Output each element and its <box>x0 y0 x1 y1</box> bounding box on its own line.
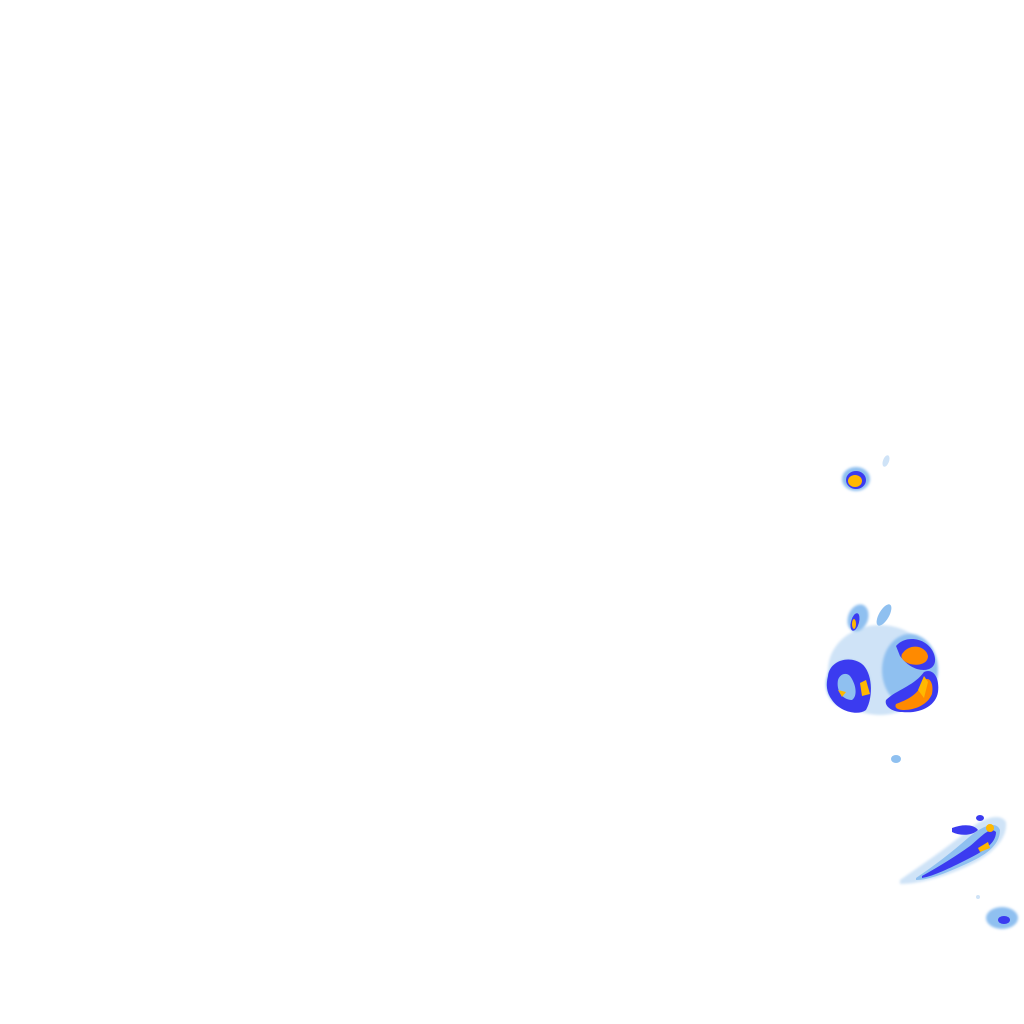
echo-light <box>891 755 901 763</box>
echo-moderate <box>998 916 1010 924</box>
echo-very-light <box>976 895 980 899</box>
echo-heavy <box>918 676 928 698</box>
echo-heavy <box>852 619 856 629</box>
echo-heavy <box>860 680 870 696</box>
echo-heavy <box>986 824 994 832</box>
echo-moderate <box>922 830 996 878</box>
echo-very-heavy <box>901 646 928 665</box>
echo-heavy <box>978 842 990 852</box>
echo-heavy <box>838 690 846 697</box>
echo-cell-central-cluster <box>826 604 939 715</box>
echo-light <box>876 604 892 626</box>
echo-cell-isolated <box>891 755 901 763</box>
echo-cell-south-band <box>900 815 1007 884</box>
echo-heavy <box>848 475 862 487</box>
echo-cell-north <box>842 455 890 491</box>
echo-moderate <box>826 659 871 713</box>
echo-moderate <box>952 825 978 835</box>
echo-moderate <box>976 815 984 821</box>
echo-very-light <box>882 455 890 467</box>
echo-cell-far-south <box>976 895 1018 929</box>
